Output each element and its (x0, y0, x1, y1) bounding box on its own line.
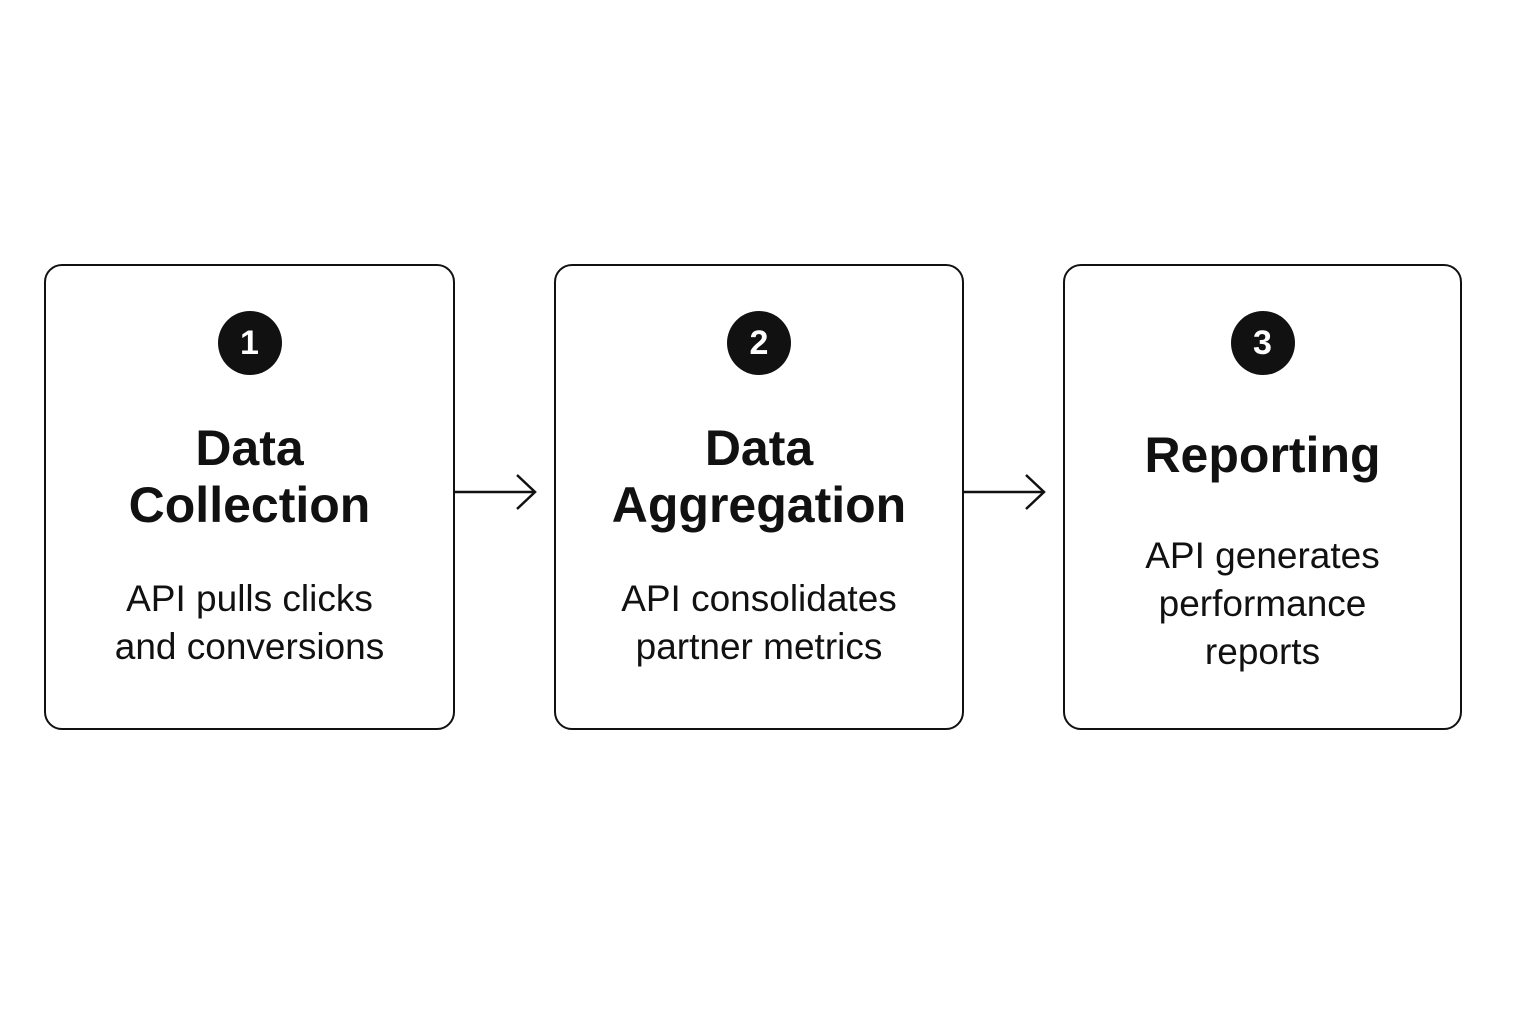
step-title-line: Data (195, 420, 304, 476)
step-description: API pulls clicks and conversions (46, 575, 453, 671)
step-description-line: performance (1158, 583, 1367, 624)
step-title-line: Aggregation (611, 477, 907, 533)
step-description-line: partner metrics (635, 626, 883, 667)
step-title-line: Reporting (1144, 427, 1381, 483)
step-description-line: API pulls clicks (126, 578, 373, 619)
step-description: API consolidates partner metrics (556, 575, 962, 671)
step-title: Data Collection (46, 420, 453, 534)
step-description-line: and conversions (114, 626, 385, 667)
step-description-line: API consolidates (621, 578, 897, 619)
step-number-badge: 3 (1230, 311, 1295, 375)
step-title: Reporting (1065, 427, 1460, 484)
step-card-reporting: 3 Reporting API generates performance re… (1063, 264, 1462, 730)
step-card-data-collection: 1 Data Collection API pulls clicks and c… (44, 264, 455, 730)
step-description-line: reports (1204, 631, 1321, 672)
step-card-data-aggregation: 2 Data Aggregation API consolidates part… (554, 264, 964, 730)
step-number-badge: 1 (217, 311, 282, 375)
step-number-badge: 2 (727, 311, 791, 375)
step-title-line: Collection (128, 477, 371, 533)
step-title-line: Data (704, 420, 814, 476)
step-description: API generates performance reports (1065, 532, 1460, 676)
step-title: Data Aggregation (556, 420, 962, 534)
step-description-line: API generates (1145, 535, 1380, 576)
right-arrow-icon (964, 474, 1046, 510)
right-arrow-icon (455, 474, 537, 510)
